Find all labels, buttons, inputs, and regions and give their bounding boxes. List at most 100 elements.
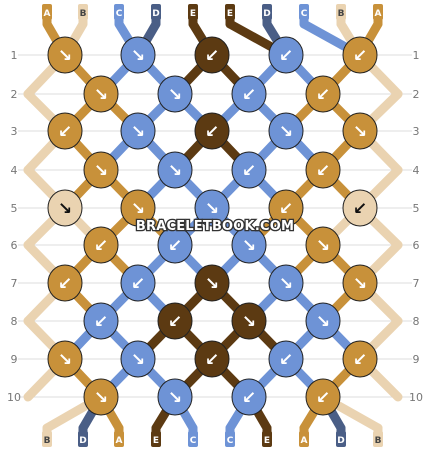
knot-direction-arrow-icon: ↘ bbox=[168, 161, 182, 181]
knot-oval bbox=[194, 340, 230, 378]
bottom-string-swatch bbox=[42, 431, 52, 447]
bottom-string-tag: E bbox=[262, 431, 272, 447]
knot-oval bbox=[231, 378, 267, 416]
knot-direction-arrow-icon: ↘ bbox=[353, 122, 367, 142]
bottom-string-swatch bbox=[114, 431, 124, 447]
knot-oval bbox=[268, 189, 304, 227]
knot-oval bbox=[268, 36, 304, 74]
top-string-tag: E bbox=[188, 4, 198, 20]
top-string-tag: C bbox=[114, 4, 124, 20]
knot-direction-arrow-icon: ↘ bbox=[168, 85, 182, 105]
knot-oval bbox=[157, 378, 193, 416]
top-string-swatch bbox=[151, 4, 161, 20]
watermark-text: BRACELETBOOK.COM bbox=[136, 219, 294, 234]
row-number-left: 10 bbox=[7, 391, 21, 404]
knot-oval bbox=[120, 264, 156, 302]
bottom-string-swatch bbox=[78, 431, 88, 447]
knot-oval bbox=[305, 378, 341, 416]
top-string-swatch bbox=[299, 4, 309, 20]
bottom-string-tag: D bbox=[78, 431, 88, 447]
knot: ↙ bbox=[305, 151, 341, 189]
knot-direction-arrow-icon: ↙ bbox=[316, 85, 330, 105]
knot-oval bbox=[231, 75, 267, 113]
knot-oval bbox=[83, 302, 119, 340]
knot: ↙ bbox=[120, 264, 156, 302]
knot-direction-arrow-icon: ↘ bbox=[242, 236, 256, 256]
row-number-right: 9 bbox=[413, 353, 420, 366]
row-number-left: 1 bbox=[11, 49, 18, 62]
knot-oval bbox=[47, 112, 83, 150]
knot: ↘ bbox=[231, 226, 267, 264]
bottom-string-swatch bbox=[336, 431, 346, 447]
knot-direction-arrow-icon: ↙ bbox=[242, 388, 256, 408]
knot-direction-arrow-icon: ↙ bbox=[316, 161, 330, 181]
knot-oval bbox=[157, 75, 193, 113]
top-string-tag: C bbox=[299, 4, 309, 20]
bottom-string-swatch bbox=[225, 431, 235, 447]
knot-oval bbox=[47, 189, 83, 227]
knot-direction-arrow-icon: ↙ bbox=[58, 122, 72, 142]
knot-oval bbox=[342, 189, 378, 227]
knot-oval bbox=[305, 151, 341, 189]
knot: ↘ bbox=[120, 340, 156, 378]
knot: ↙ bbox=[342, 340, 378, 378]
knot: ↙ bbox=[231, 378, 267, 416]
bottom-string-tag: A bbox=[114, 431, 124, 447]
knot: ↘ bbox=[305, 302, 341, 340]
knot: ↘ bbox=[194, 189, 230, 227]
row-number-left: 6 bbox=[11, 239, 18, 252]
knot-oval bbox=[268, 264, 304, 302]
bottom-string-letter: B bbox=[375, 436, 382, 446]
knot: ↘ bbox=[268, 264, 304, 302]
knot-direction-arrow-icon: ↘ bbox=[205, 199, 219, 219]
row-number-right: 1 bbox=[413, 49, 420, 62]
knot-direction-arrow-icon: ↘ bbox=[94, 85, 108, 105]
knot-oval bbox=[231, 302, 267, 340]
top-string-tag: B bbox=[78, 4, 88, 20]
bottom-string-letter: E bbox=[264, 436, 270, 446]
knot-direction-arrow-icon: ↘ bbox=[94, 161, 108, 181]
row-number-right: 10 bbox=[409, 391, 423, 404]
bottom-string-swatch bbox=[151, 431, 161, 447]
knot-oval bbox=[305, 226, 341, 264]
knot: ↘ bbox=[194, 264, 230, 302]
top-string-swatch bbox=[78, 4, 88, 20]
knot-direction-arrow-icon: ↙ bbox=[205, 350, 219, 370]
knot-oval bbox=[83, 378, 119, 416]
top-string-tag: B bbox=[336, 4, 346, 20]
knot: ↘ bbox=[157, 75, 193, 113]
knot: ↘ bbox=[231, 302, 267, 340]
row-number-right: 6 bbox=[413, 239, 420, 252]
knot-direction-arrow-icon: ↘ bbox=[316, 236, 330, 256]
row-number-left: 5 bbox=[11, 202, 18, 215]
knot-direction-arrow-icon: ↙ bbox=[205, 46, 219, 66]
row-number-right: 8 bbox=[413, 315, 420, 328]
row-number-right: 2 bbox=[413, 88, 420, 101]
bottom-string-letter: A bbox=[116, 436, 123, 446]
bottom-string-swatch bbox=[188, 431, 198, 447]
knot: ↘ bbox=[120, 36, 156, 74]
knot: ↙ bbox=[268, 189, 304, 227]
knot: ↙ bbox=[305, 75, 341, 113]
row-number-left: 2 bbox=[11, 88, 18, 101]
knot: ↘ bbox=[157, 151, 193, 189]
knot: ↙ bbox=[157, 226, 193, 264]
bottom-string-letter: D bbox=[337, 436, 344, 446]
bottom-string-letter: C bbox=[227, 436, 234, 446]
knot: ↙ bbox=[268, 36, 304, 74]
knot-direction-arrow-icon: ↙ bbox=[94, 312, 108, 332]
row-number-right: 4 bbox=[413, 164, 420, 177]
knot-direction-arrow-icon: ↙ bbox=[168, 312, 182, 332]
knot-oval bbox=[342, 340, 378, 378]
knot-direction-arrow-icon: ↘ bbox=[131, 350, 145, 370]
top-string-tag: E bbox=[225, 4, 235, 20]
knot-direction-arrow-icon: ↘ bbox=[279, 274, 293, 294]
knot-oval bbox=[157, 302, 193, 340]
top-string-swatch bbox=[262, 4, 272, 20]
knot: ↘ bbox=[342, 264, 378, 302]
knot-direction-arrow-icon: ↙ bbox=[279, 46, 293, 66]
knot: ↘ bbox=[83, 75, 119, 113]
